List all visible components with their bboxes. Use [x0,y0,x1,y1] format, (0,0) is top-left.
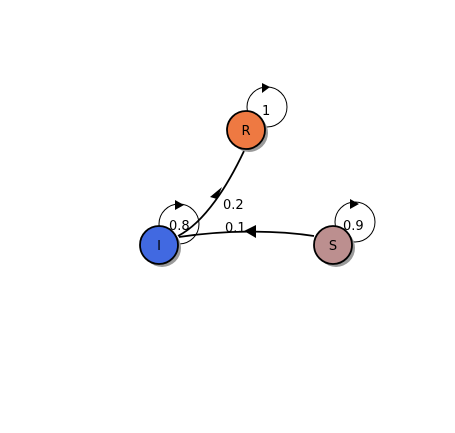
edge-s-to-i-arrow-icon [244,225,256,238]
edge-s-to-i-label: 0.1 [225,221,246,236]
self-loop-s-label: 0.9 [343,219,364,234]
edge-i-to-r-label: 0.2 [223,198,244,213]
node-i-circle [139,225,179,265]
node-s: S [313,225,355,267]
node-s-label: S [329,239,337,254]
edge-i-to-r-arrow-icon [210,187,222,199]
node-r-circle [226,110,266,150]
self-loop-i-label: 0.8 [169,219,190,234]
node-r-label: R [241,124,250,139]
edge-s-to-i [178,225,315,238]
node-r: R [226,110,268,152]
self-loop-s [334,199,376,243]
self-loop-r-label: 1 [262,104,270,119]
edge-i-to-r-line [177,150,245,237]
node-s-circle [313,225,353,265]
edge-i-to-r [177,150,245,237]
self-loop-r-arrow-icon [262,83,270,93]
self-loop-i-arrow-icon [175,200,184,210]
node-i-label: I [157,239,161,254]
node-i: I [139,225,181,267]
self-loop-s-arrow-icon [350,199,359,209]
